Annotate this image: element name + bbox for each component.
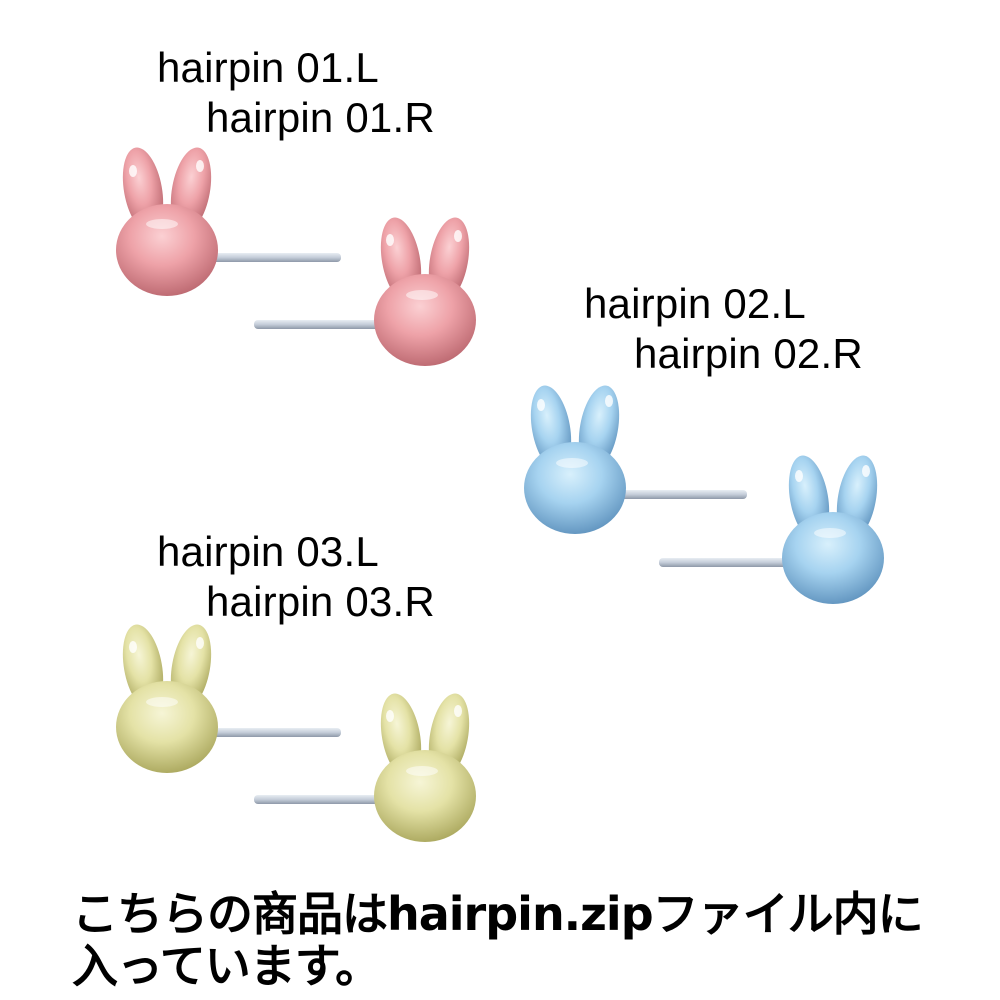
hairpin-01-right xyxy=(254,214,476,366)
hairpin-02-left xyxy=(524,382,747,534)
label-hairpin-01-left: hairpin 01.L xyxy=(157,44,379,91)
hairpin-02-right xyxy=(659,452,884,604)
hairpin-03-right xyxy=(254,690,476,842)
label-hairpin-03-right: hairpin 03.R xyxy=(206,578,435,625)
label-hairpin-01-right: hairpin 01.R xyxy=(206,94,435,141)
footer-line-1: こちらの商品はhairpin.zipファイル内に xyxy=(72,887,924,941)
label-hairpin-02-left: hairpin 02.L xyxy=(584,280,806,327)
footer-note: こちらの商品はhairpin.zipファイル内に 入っています。 xyxy=(72,887,924,993)
hairpin-01-left xyxy=(116,144,341,296)
hairpin-03-left xyxy=(116,621,341,773)
footer-line-2: 入っています。 xyxy=(72,939,381,993)
label-hairpin-02-right: hairpin 02.R xyxy=(634,330,863,377)
label-hairpin-03-left: hairpin 03.L xyxy=(157,528,379,575)
